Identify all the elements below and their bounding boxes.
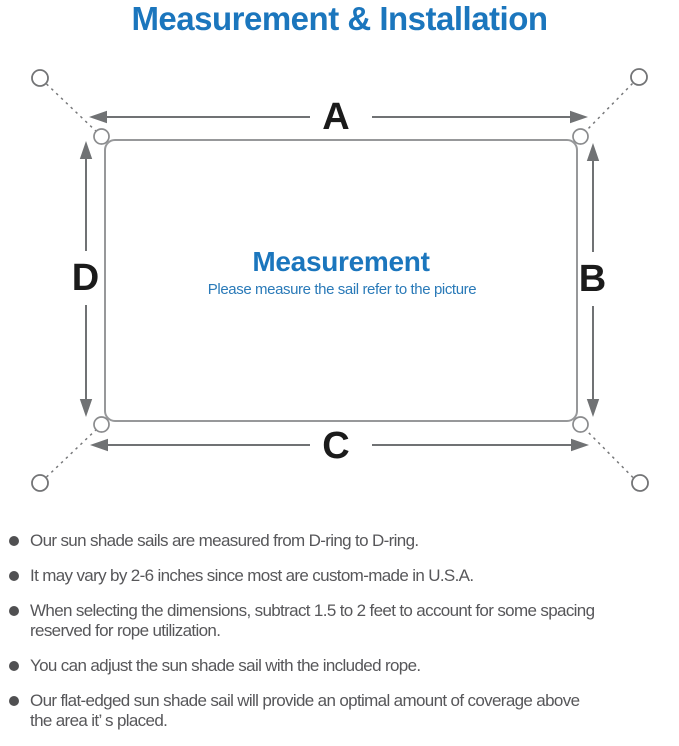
side-c-label: C — [322, 425, 349, 467]
notes-list: Our sun shade sails are measured from D-… — [9, 531, 675, 746]
note-text-2: It may vary by 2-6 inches since most are… — [30, 566, 474, 585]
arrow-side-a — [89, 110, 588, 124]
bullet-icon — [9, 571, 19, 581]
side-a-label: A — [322, 96, 349, 138]
diagram-center-subtitle: Please measure the sail refer to the pic… — [208, 281, 476, 298]
arrow-side-b — [586, 143, 600, 417]
note-item-5: Our flat-edged sun shade sail will provi… — [9, 691, 675, 731]
note-item-3: When selecting the dimensions, subtract … — [9, 601, 675, 641]
sail-measurement-diagram: A B C D Measurement Please measure the s… — [31, 68, 649, 492]
rope-dash-top-right — [581, 82, 634, 136]
note-item-1: Our sun shade sails are measured from D-… — [9, 531, 675, 551]
bullet-icon — [9, 696, 19, 706]
anchor-ring-icon-bottom-left — [31, 474, 49, 492]
note-text-1: Our sun shade sails are measured from D-… — [30, 531, 419, 550]
anchor-ring-icon-top-left — [31, 69, 49, 87]
rope-dash-top-left — [45, 83, 101, 136]
side-d-label: D — [72, 257, 99, 299]
diagram-center-title: Measurement — [252, 246, 429, 277]
bullet-icon — [9, 536, 19, 546]
anchor-ring-icon-bottom-right — [631, 474, 649, 492]
page-title: Measurement & Installation — [131, 0, 548, 37]
anchor-ring-icon-top-right — [630, 68, 648, 86]
d-ring-icon-bottom-right — [572, 416, 589, 433]
rope-dash-bottom-right — [581, 425, 634, 479]
note-text-5: Our flat-edged sun shade sail will provi… — [30, 691, 580, 730]
sail-outline — [104, 139, 578, 422]
arrow-side-d — [79, 141, 93, 417]
note-text-4: You can adjust the sun shade sail with t… — [30, 656, 421, 675]
note-text-3: When selecting the dimensions, subtract … — [30, 601, 595, 640]
rope-dash-bottom-left — [45, 425, 101, 478]
d-ring-icon-top-left — [93, 128, 110, 145]
d-ring-icon-top-right — [572, 128, 589, 145]
note-item-2: It may vary by 2-6 inches since most are… — [9, 566, 675, 586]
side-b-label: B — [579, 258, 606, 300]
bullet-icon — [9, 661, 19, 671]
d-ring-icon-bottom-left — [93, 416, 110, 433]
arrow-side-c — [90, 438, 589, 452]
note-item-4: You can adjust the sun shade sail with t… — [9, 656, 675, 676]
bullet-icon — [9, 606, 19, 616]
